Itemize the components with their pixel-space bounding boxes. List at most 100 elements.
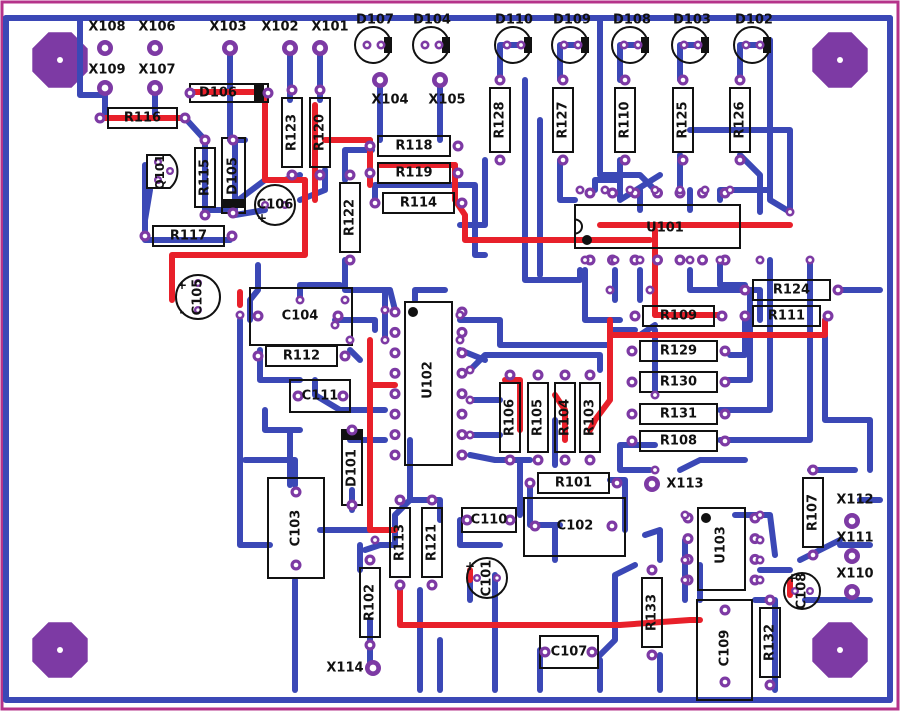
component-body	[639, 371, 718, 393]
resistor-label: R116	[124, 111, 161, 126]
polarity-mark: +	[257, 211, 267, 225]
ic-label: U101	[646, 221, 684, 236]
capacitor-label: C104	[282, 309, 319, 324]
component-body	[752, 305, 821, 327]
diode-label: D101	[345, 449, 360, 487]
component-body	[377, 135, 451, 157]
component-body	[639, 430, 718, 452]
transistor-label: Q101	[153, 154, 167, 189]
component-body	[552, 87, 574, 153]
capacitor-label: C109	[718, 630, 733, 667]
connector-label: X111	[836, 531, 873, 546]
resistor-label: R132	[763, 624, 778, 661]
resistor-label: R125	[676, 101, 691, 138]
component-body	[697, 507, 746, 591]
polarity-mark: -	[180, 305, 185, 319]
connector-label: X106	[138, 20, 175, 35]
capacitor-body	[466, 557, 508, 599]
resistor-label: R115	[198, 159, 213, 196]
capacitor-body	[783, 572, 821, 610]
resistor-label: R101	[555, 476, 592, 491]
diode-label: D108	[613, 13, 651, 28]
resistor-label: R103	[583, 399, 598, 436]
component-body	[527, 382, 549, 453]
resistor-label: R122	[343, 199, 358, 236]
transistor-body	[146, 154, 179, 189]
connector-label: X114	[326, 661, 363, 676]
diode-label: D106	[199, 86, 237, 101]
connector-label: X102	[261, 20, 298, 35]
connector-label: X105	[428, 93, 465, 108]
component-body	[421, 507, 443, 578]
resistor-label: R128	[493, 101, 508, 138]
component-body	[639, 340, 718, 362]
diode-label: D109	[553, 13, 591, 28]
component-body	[729, 87, 751, 153]
resistor-label: R126	[733, 101, 748, 138]
resistor-label: R118	[395, 139, 432, 154]
resistor-label: R123	[285, 114, 300, 151]
component-body	[642, 305, 715, 327]
component-body	[359, 567, 381, 638]
component-body	[489, 87, 511, 153]
component-body	[639, 403, 718, 425]
resistor-label: R105	[531, 399, 546, 436]
resistor-label: R107	[806, 494, 821, 531]
connector-label: X101	[311, 20, 348, 35]
capacitor-label: C107	[551, 645, 588, 660]
component-body	[523, 497, 626, 557]
resistor-label: R111	[768, 309, 805, 324]
component-body	[759, 607, 781, 678]
component-body	[579, 382, 601, 453]
capacitor-label: C110	[471, 513, 508, 528]
component-body	[377, 162, 451, 184]
component-body	[309, 97, 331, 168]
component-body	[641, 577, 663, 648]
diode-label: D102	[735, 13, 773, 28]
mounting-holes	[32, 32, 868, 678]
component-body	[404, 301, 453, 466]
component-body	[281, 97, 303, 168]
component-body	[289, 379, 351, 413]
polarity-mark: +	[787, 571, 797, 585]
component-outlines	[107, 26, 831, 701]
component-body	[382, 192, 455, 214]
component-body	[672, 87, 694, 153]
diode-label: D110	[495, 13, 533, 28]
resistor-label: R120	[313, 114, 328, 151]
capacitor-label: C111	[302, 389, 339, 404]
connector-label: X110	[836, 567, 873, 582]
resistor-label: R110	[618, 101, 633, 138]
resistor-label: R109	[660, 309, 697, 324]
component-body	[554, 382, 576, 453]
capacitor-label: C105	[191, 279, 206, 316]
component-body	[267, 477, 325, 579]
capacitor-label: C106	[257, 198, 294, 213]
component-body	[194, 147, 216, 208]
resistor-label: R119	[395, 166, 432, 181]
resistor-label: R127	[556, 101, 571, 138]
resistor-label: R133	[645, 594, 660, 631]
component-body	[389, 507, 411, 578]
resistor-label: R108	[660, 434, 697, 449]
capacitor-label: C102	[557, 519, 594, 534]
component-body	[249, 287, 353, 346]
capacitor-label: C103	[289, 510, 304, 547]
diode-label: D105	[226, 157, 241, 195]
connector-label: X112	[836, 493, 873, 508]
component-body	[499, 382, 521, 453]
component-body	[537, 472, 610, 494]
connector-label: X103	[209, 20, 246, 35]
component-body	[802, 477, 824, 548]
diode-label: D104	[413, 13, 451, 28]
component-body	[574, 204, 741, 249]
component-body	[752, 279, 831, 301]
resistor-label: R106	[503, 399, 518, 436]
resistor-label: R104	[558, 399, 573, 436]
component-body	[152, 225, 225, 247]
pads	[94, 40, 860, 691]
resistor-label: R129	[660, 344, 697, 359]
